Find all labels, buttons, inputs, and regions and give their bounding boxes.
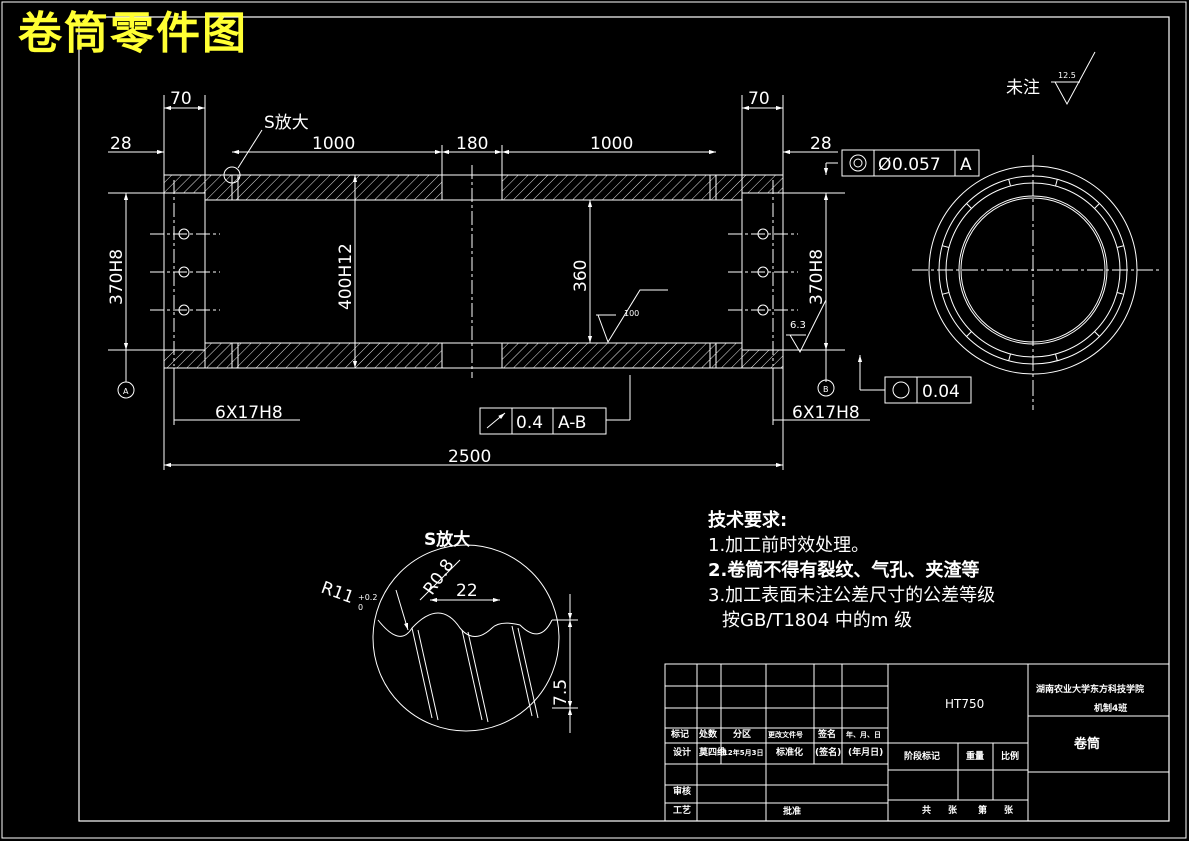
side-view-tick: [966, 331, 972, 337]
holes-left-label: 6X17H8: [215, 403, 283, 423]
runout-datum: A-B: [558, 413, 586, 433]
roughness-100: 100: [624, 309, 639, 318]
holes-right-label: 6X17H8: [792, 403, 860, 423]
detail-radius-tol-upper: +0.2: [358, 593, 377, 602]
detail-view: [372, 544, 578, 733]
side-view-tick: [1116, 245, 1124, 248]
title-block-grid: [664, 663, 1170, 822]
coaxiality-value: 0.057: [892, 155, 941, 175]
dim-outer-dia: 400H12: [336, 243, 356, 310]
tb-label-date: 年、月、日: [846, 731, 881, 739]
tb-process-label: 工艺: [673, 806, 692, 816]
tb-sheets-unit: 张: [948, 806, 958, 816]
dim-bore-right: 370H8: [807, 249, 827, 305]
tb-scale-label: 比例: [1001, 752, 1020, 762]
side-view-tick: [942, 245, 950, 248]
dim-right-length: 1000: [590, 134, 633, 154]
tb-design-date: 12年5月3日: [723, 749, 764, 757]
side-view-tick: [1008, 353, 1011, 361]
detail-callout: S放大: [264, 113, 309, 133]
side-view-tick: [1094, 203, 1100, 209]
detail-title: S放大: [424, 529, 470, 550]
detail-radius: R11: [318, 578, 356, 608]
runout-frame: [479, 407, 607, 435]
tb-class: 机制4班: [1094, 704, 1128, 714]
tb-sign-placeholder: (签名): [815, 748, 842, 758]
tb-weight-label: 重量: [966, 752, 985, 762]
tb-designer-name: 莫四维: [699, 748, 727, 758]
tb-sheet-no: 第: [978, 806, 988, 816]
cylindricity-frame: [884, 376, 972, 404]
dim-left-28: 28: [110, 134, 132, 154]
tech-item-3: 3.加工表面未注公差尺寸的公差等级: [708, 585, 996, 606]
tb-approve-label: 批准: [783, 807, 802, 817]
side-view-tick: [966, 203, 972, 209]
side-view-tick: [1116, 292, 1124, 295]
top-wall-left: [204, 174, 443, 201]
coaxiality-frame: [841, 149, 980, 177]
tb-standardize: 标准化: [776, 748, 804, 758]
tb-sheets-total: 共: [922, 806, 932, 816]
tech-item-4: 按GB/T1804 中的m 级: [722, 610, 913, 631]
general-roughness-label: 未注: [1006, 78, 1040, 98]
dim-center: 180: [456, 134, 488, 154]
side-view-tick: [1008, 179, 1011, 187]
tb-label-zone: 分区: [733, 730, 752, 740]
tech-heading: 技术要求:: [708, 510, 788, 531]
tb-material: HT750: [945, 697, 985, 711]
side-view-tick: [1055, 179, 1058, 187]
tb-part-name: 卷筒: [1074, 737, 1101, 752]
bottom-wall-left: [204, 342, 443, 369]
dim-right-28: 28: [810, 134, 832, 154]
side-view-tick: [1094, 331, 1100, 337]
tb-sheet-unit2: 张: [1004, 806, 1014, 816]
cylindricity-value: 0.04: [922, 382, 960, 402]
tb-label-count: 处数: [699, 730, 718, 740]
detail-pitch: 22: [456, 581, 478, 601]
tb-designer-label: 设计: [673, 748, 692, 758]
tb-review-label: 审核: [673, 787, 692, 797]
tb-stage-label: 阶段标记: [904, 752, 941, 762]
dim-left-end-width: 70: [170, 89, 192, 109]
front-view: [108, 51, 1096, 470]
side-view-tick: [942, 292, 950, 295]
dim-inner-dia: 360: [571, 260, 591, 292]
dim-bore-left: 370H8: [107, 249, 127, 305]
side-view-tick: [1055, 353, 1058, 361]
runout-value: 0.4: [516, 413, 543, 433]
coaxiality-datum: A: [960, 155, 972, 175]
detail-depth: 7.5: [551, 679, 571, 706]
general-roughness-value: 12.5: [1058, 71, 1076, 80]
tb-school: 湖南农业大学东方科技学院: [1036, 685, 1145, 695]
detail-radius-tol-lower: 0: [358, 603, 363, 612]
dim-total-length: 2500: [448, 447, 491, 467]
datum-a-label: A: [123, 387, 129, 396]
dim-right-end-width: 70: [748, 89, 770, 109]
roughness-6-3: 6.3: [790, 320, 806, 331]
tech-item-1: 1.加工前时效处理。: [708, 535, 870, 556]
tb-date-placeholder: (年月日): [848, 748, 884, 758]
drawing-inner-frame: [78, 16, 1170, 822]
drawing-title: 卷筒零件图: [18, 8, 248, 59]
tb-label-sign: 签名: [818, 730, 837, 740]
tech-requirements: 技术要求: 1.加工前时效处理。 2.卷筒不得有裂纹、气孔、夹渣等 3.加工表面…: [708, 508, 995, 633]
detail-fillet: R0.8: [420, 556, 459, 599]
top-wall-right: [501, 174, 743, 201]
tb-label-change: 更改文件号: [768, 731, 803, 739]
datum-b-label: B: [823, 385, 829, 394]
tech-item-2: 2.卷筒不得有裂纹、气孔、夹渣等: [708, 560, 980, 581]
dim-left-length: 1000: [312, 134, 355, 154]
side-view: [912, 155, 1160, 410]
bottom-wall-right: [501, 342, 743, 369]
tb-label-mark: 标记: [671, 730, 690, 740]
coax-symbol: Ø: [878, 155, 891, 175]
